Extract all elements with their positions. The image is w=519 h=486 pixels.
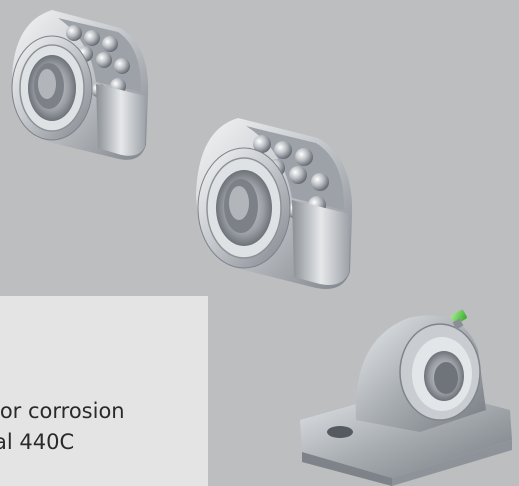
- caption-panel: [0, 296, 208, 486]
- pillow-block-icon: [300, 309, 512, 486]
- caption-text: ior corrosion al 440C: [0, 396, 208, 458]
- caption-line-1: ior corrosion: [0, 399, 125, 423]
- bearing-large-icon: [196, 118, 353, 290]
- bearing-small-icon: [11, 10, 149, 160]
- caption-line-2: al 440C: [0, 430, 75, 454]
